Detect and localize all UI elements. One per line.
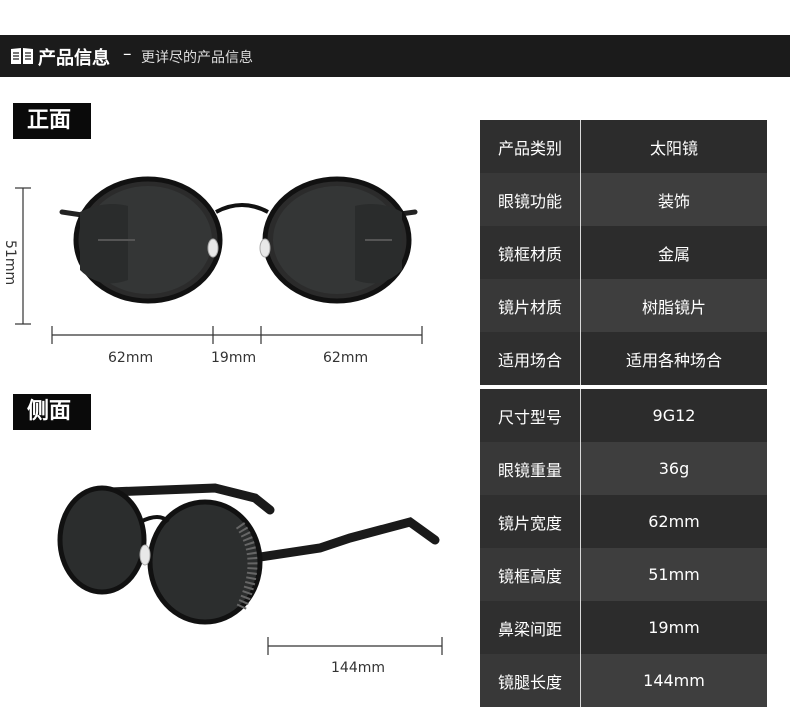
lens-left-dimension-label: 62mm <box>108 350 154 366</box>
spec-value: 36g <box>581 442 767 495</box>
table-row: 镜片宽度 62mm <box>480 495 767 548</box>
header-dash: – <box>123 44 132 64</box>
spec-label: 眼镜功能 <box>480 173 581 226</box>
table-row: 镜框高度 51mm <box>480 548 767 601</box>
header-subtitle: 更详尽的产品信息 <box>141 50 253 66</box>
bridge-dimension-label: 19mm <box>211 350 257 366</box>
height-dimension-label: 51mm <box>2 240 18 286</box>
table-row: 眼镜重量 36g <box>480 442 767 495</box>
spec-label: 尺寸型号 <box>480 389 581 442</box>
spec-label: 镜框材质 <box>480 226 581 279</box>
table-row: 鼻梁间距 19mm <box>480 601 767 654</box>
spec-value: 62mm <box>581 495 767 548</box>
lens-right-dimension-label: 62mm <box>323 350 369 366</box>
spec-value: 树脂镜片 <box>581 279 767 332</box>
spec-label: 镜腿长度 <box>480 654 581 707</box>
spec-label: 镜片材质 <box>480 279 581 332</box>
table-row: 尺寸型号 9G12 <box>480 389 767 442</box>
spec-table-general: 产品类别 太阳镜 眼镜功能 装饰 镜框材质 金属 镜片材质 树脂镜片 适用场合 … <box>480 120 767 385</box>
temple-dimension-label: 144mm <box>331 660 385 676</box>
spec-table-dimensions: 尺寸型号 9G12 眼镜重量 36g 镜片宽度 62mm 镜框高度 51mm 鼻… <box>480 389 767 707</box>
section-header: 产品信息 – 更详尽的产品信息 <box>0 35 790 77</box>
table-row: 镜片材质 树脂镜片 <box>480 279 767 332</box>
table-row: 镜腿长度 144mm <box>480 654 767 707</box>
open-book-icon <box>11 48 33 64</box>
spec-value: 适用各种场合 <box>581 332 767 385</box>
front-view-tag: 正面 <box>13 103 91 139</box>
spec-label: 镜框高度 <box>480 548 581 601</box>
spec-label: 适用场合 <box>480 332 581 385</box>
spec-value: 装饰 <box>581 173 767 226</box>
spec-label: 产品类别 <box>480 120 581 173</box>
spec-value: 太阳镜 <box>581 120 767 173</box>
front-view-glasses <box>15 176 423 344</box>
side-view-glasses <box>57 483 443 655</box>
spec-value: 51mm <box>581 548 767 601</box>
spec-label: 眼镜重量 <box>480 442 581 495</box>
spec-label: 鼻梁间距 <box>480 601 581 654</box>
side-view-tag: 侧面 <box>13 394 91 430</box>
spec-value: 金属 <box>581 226 767 279</box>
table-row: 产品类别 太阳镜 <box>480 120 767 173</box>
spec-label: 镜片宽度 <box>480 495 581 548</box>
spec-value: 19mm <box>581 601 767 654</box>
table-row: 适用场合 适用各种场合 <box>480 332 767 385</box>
table-row: 眼镜功能 装饰 <box>480 173 767 226</box>
header-title: 产品信息 <box>38 48 110 69</box>
table-row: 镜框材质 金属 <box>480 226 767 279</box>
spec-value: 9G12 <box>581 389 767 442</box>
spec-value: 144mm <box>581 654 767 707</box>
